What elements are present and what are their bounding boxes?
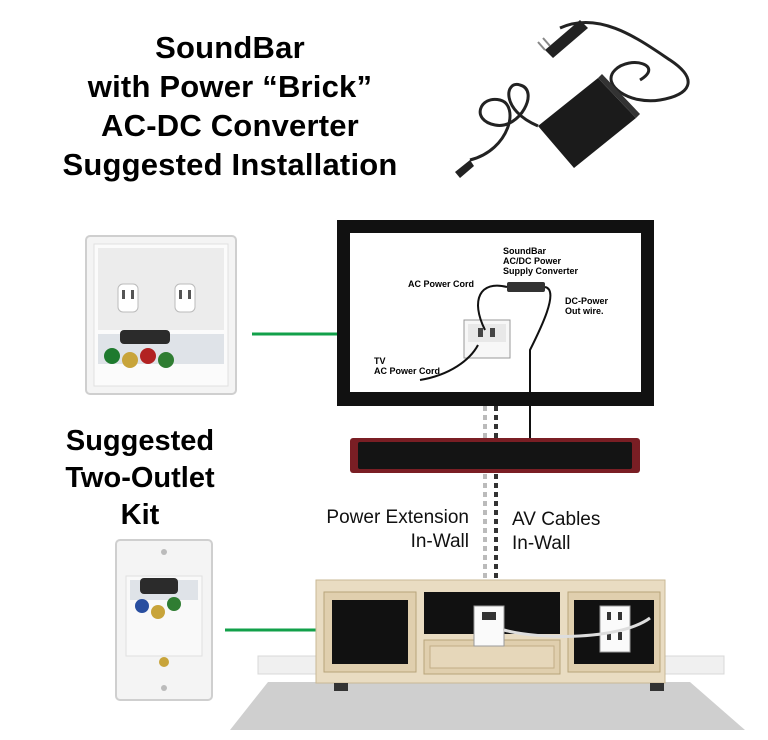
tv-cord-label-line-1: TV (374, 356, 386, 366)
av-cables-label-line-1: AV Cables (512, 509, 601, 530)
main-title: SoundBar with Power “Brick” AC-DC Conver… (0, 28, 460, 184)
kit-title-line-2: Two-Outlet (65, 462, 215, 494)
power-extension-label: Power Extension In-Wall (292, 506, 469, 554)
floor (230, 682, 745, 730)
kit-title-line-3: Kit (120, 499, 160, 531)
tv-icon (337, 220, 654, 406)
media-cabinet-icon (315, 579, 666, 691)
soundbar-converter-label-line-3: Supply Converter (503, 266, 579, 276)
two-outlet-kit-icon (85, 235, 237, 395)
dc-power-label: DC-Power Out wire. (565, 296, 608, 316)
av-cables-label-line-2: In-Wall (512, 533, 571, 554)
soundbar-converter-label-line-2: AC/DC Power (503, 256, 562, 266)
ac-power-cord-label: AC Power Cord (408, 279, 475, 289)
power-extension-label-line-1: Power Extension (326, 507, 469, 528)
power-extension-label-line-2: In-Wall (410, 531, 469, 552)
tv-cord-label-line-2: AC Power Cord (374, 366, 441, 376)
power-adapter-icon (455, 20, 690, 178)
kit-title: Suggested Two-Outlet Kit (20, 423, 260, 534)
soundbar-converter-label-line-1: SoundBar (503, 246, 547, 256)
main-title-line-2: with Power “Brick” (87, 69, 373, 104)
av-cables-label: AV Cables In-Wall (512, 508, 632, 556)
main-title-line-3: AC-DC Converter (101, 108, 359, 143)
soundbar-icon (350, 438, 640, 473)
kit-title-line-1: Suggested (65, 425, 215, 457)
main-title-line-1: SoundBar (155, 30, 305, 65)
soundbar-converter-label: SoundBar AC/DC Power Supply Converter (503, 246, 578, 276)
main-title-line-4: Suggested Installation (62, 147, 398, 182)
tv-cord-label: TV AC Power Cord (374, 356, 440, 376)
dc-power-label-line-2: Out wire. (565, 306, 604, 316)
dc-power-label-line-1: DC-Power (565, 296, 609, 306)
single-outlet-kit-icon (115, 539, 213, 701)
